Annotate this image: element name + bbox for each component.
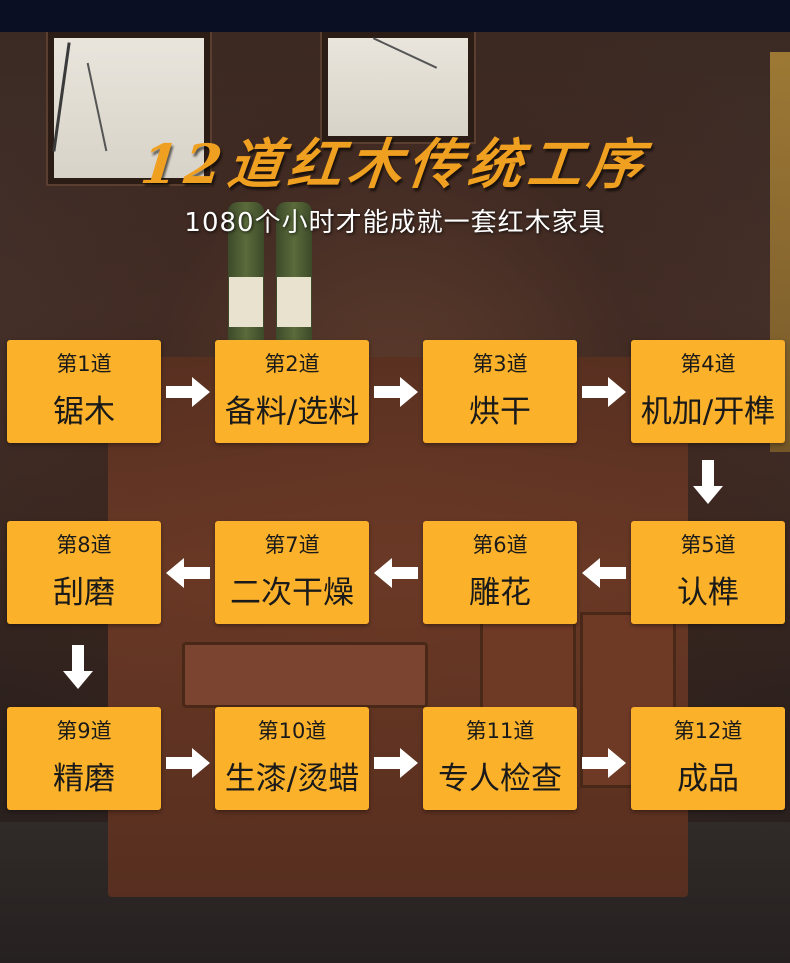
step-number: 第10道 [257, 719, 327, 743]
bottle-label [277, 277, 311, 327]
step-name: 锯木 [53, 394, 115, 430]
step-10-box: 第10道 生漆/烫蜡 [215, 707, 369, 810]
step-name: 二次干燥 [230, 575, 354, 611]
step-name: 精磨 [53, 761, 115, 797]
step-number: 第12道 [673, 719, 743, 743]
step-number: 第9道 [56, 719, 112, 743]
step-name: 认榫 [677, 575, 739, 611]
step-1-box: 第1道 锯木 [7, 340, 161, 443]
step-name: 刮磨 [53, 575, 115, 611]
step-number: 第4道 [680, 352, 736, 376]
arrow-down-icon [63, 645, 93, 689]
arrow-left-icon [166, 558, 210, 588]
cabinet-drawer [182, 642, 428, 708]
step-name: 雕花 [469, 575, 531, 611]
step-name: 机加/开榫 [640, 394, 776, 430]
step-number: 第5道 [680, 533, 736, 557]
step-name: 烘干 [469, 394, 531, 430]
step-name: 专人检查 [438, 761, 562, 797]
arrow-right-icon [374, 377, 418, 407]
step-11-box: 第11道 专人检查 [423, 707, 577, 810]
step-2-box: 第2道 备料/选料 [215, 340, 369, 443]
step-3-box: 第3道 烘干 [423, 340, 577, 443]
step-number: 第3道 [472, 352, 528, 376]
arrow-left-icon [374, 558, 418, 588]
step-9-box: 第9道 精磨 [7, 707, 161, 810]
arrow-left-icon [582, 558, 626, 588]
background-scene [0, 32, 790, 963]
step-5-box: 第5道 认榫 [631, 521, 785, 624]
step-name: 生漆/烫蜡 [224, 761, 360, 797]
step-number: 第8道 [56, 533, 112, 557]
step-7-box: 第7道 二次干燥 [215, 521, 369, 624]
page-title: 12道红木传统工序 [137, 132, 652, 196]
arrow-right-icon [166, 377, 210, 407]
step-8-box: 第8道 刮磨 [7, 521, 161, 624]
arrow-down-icon [693, 460, 723, 504]
page-subtitle: 1080个小时才能成就一套红木家具 [184, 208, 606, 238]
step-4-box: 第4道 机加/开榫 [631, 340, 785, 443]
step-6-box: 第6道 雕花 [423, 521, 577, 624]
bottle-label [229, 277, 263, 327]
arrow-right-icon [166, 748, 210, 778]
arrow-right-icon [582, 748, 626, 778]
step-number: 第1道 [56, 352, 112, 376]
wall-painting [48, 32, 210, 184]
step-number: 第7道 [264, 533, 320, 557]
step-number: 第6道 [472, 533, 528, 557]
step-name: 成品 [677, 761, 739, 797]
arrow-right-icon [582, 377, 626, 407]
step-name: 备料/选料 [224, 394, 360, 430]
step-number: 第11道 [465, 719, 535, 743]
arrow-right-icon [374, 748, 418, 778]
step-12-box: 第12道 成品 [631, 707, 785, 810]
step-number: 第2道 [264, 352, 320, 376]
top-bar [0, 0, 790, 32]
